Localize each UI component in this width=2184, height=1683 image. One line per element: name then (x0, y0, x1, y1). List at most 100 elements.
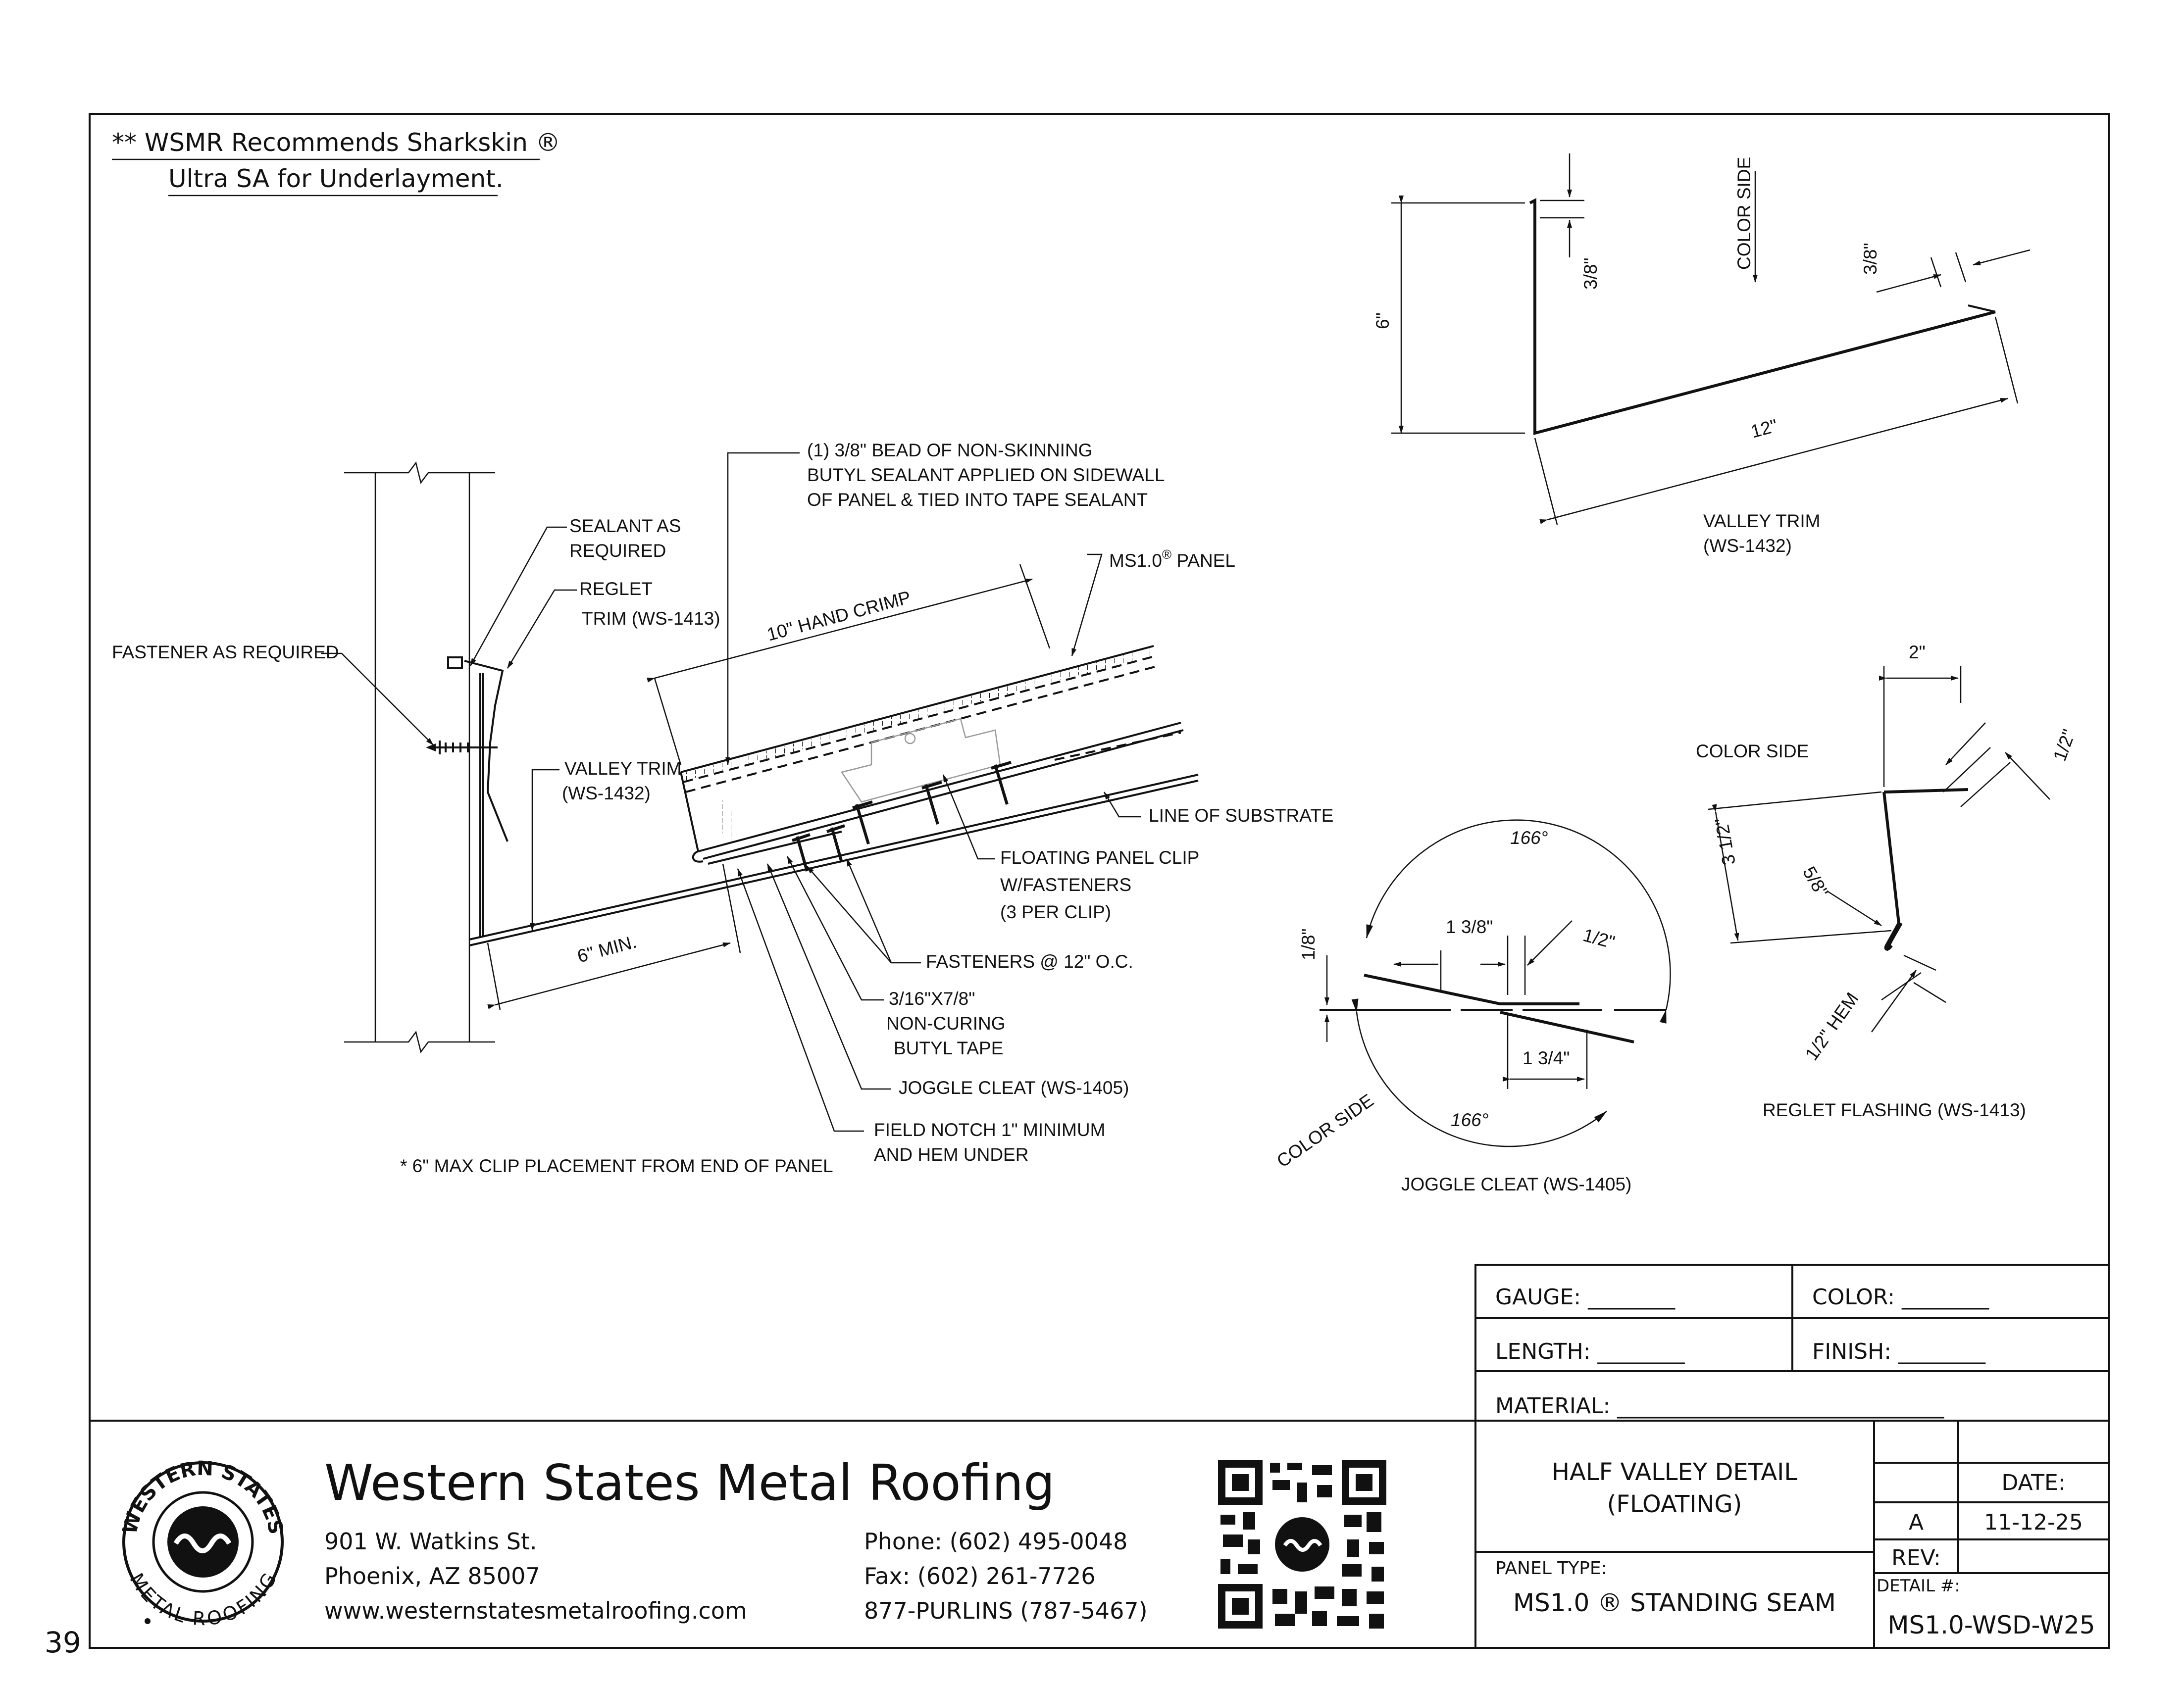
joggle-profile-left (1364, 974, 1579, 1005)
title-block-frame (1474, 1420, 2110, 1649)
wall-break-top (344, 461, 495, 484)
company-logo: WESTERN STATES METAL ROOFING (118, 1457, 287, 1630)
date-value: 11-12-25 (1984, 1510, 2083, 1535)
company-phone: Phone: (602) 495-0048 (864, 1528, 1127, 1555)
panel-top-edge (680, 645, 1154, 773)
label-substrate: LINE OF SUBSTRATE (1149, 805, 1334, 826)
label-clip-1: FLOATING PANEL CLIP (1000, 847, 1199, 868)
label-angle-top: 166° (1510, 828, 1548, 848)
label-bead-2: BUTYL SEALANT APPLIED ON SIDEWALL (807, 465, 1165, 485)
reglet-profile-lower (1882, 792, 1903, 951)
company-address-1: 901 W. Watkins St. (324, 1528, 537, 1555)
panel-type-label: PANEL TYPE: (1495, 1558, 1607, 1579)
wall-break-bottom (344, 1031, 495, 1053)
dim-12-reglet-a (1945, 722, 1986, 765)
label-fasteners-oc: FASTENERS @ 12" O.C. (926, 951, 1133, 972)
note-line-2: Ultra SA for Underlayment. (168, 164, 504, 193)
label-valley-trim-2: (WS-1432) (562, 783, 651, 803)
panel-bottom-edge (698, 722, 1181, 852)
label-panel: MS1.0® PANEL (1109, 547, 1235, 571)
valley-title-2: (WS-1432) (1703, 536, 1792, 556)
clip-hole (904, 733, 916, 744)
dim-312-ext-1 (1708, 791, 1882, 810)
dim-12 (1539, 397, 2008, 524)
spec-finish[interactable]: FINISH: ________ (1812, 1339, 1986, 1364)
reglet-title: REGLET FLASHING (WS-1413) (1763, 1100, 2026, 1120)
reglet-hem (1884, 922, 1900, 951)
valley-trim-slope-2 (469, 780, 1199, 946)
label-dim-6: 6" (1372, 312, 1393, 329)
reglet-profile-upper (1884, 788, 1969, 793)
leader-bead (725, 452, 800, 765)
label-clip-2: W/FASTENERS (1000, 875, 1131, 895)
joggle-profile-right (1500, 1011, 1634, 1043)
panel-top-dash-1 (683, 655, 1157, 783)
dim-6-min (487, 942, 731, 1009)
dim-hand-crimp-ext-2 (1019, 564, 1051, 649)
label-dim-58: 5/8" (1799, 863, 1832, 901)
company-website[interactable]: www.westernstatesmetalroofing.com (324, 1597, 747, 1624)
leader-joggle (766, 863, 891, 1090)
fastener-tip (426, 743, 436, 751)
label-notch-2: AND HEM UNDER (874, 1144, 1028, 1165)
label-sealant-1: SEALANT AS (569, 516, 681, 536)
label-clip-3: (3 PER CLIP) (1000, 902, 1111, 922)
label-valley-trim-1: VALLEY TRIM (564, 758, 682, 779)
panel-crimp-ticks (683, 647, 1156, 781)
panel-hem (692, 850, 704, 863)
leader-fasteners-oc-2 (846, 858, 892, 963)
logo-wave-icon (173, 1534, 232, 1553)
label-dim-138: 1 3/8" (1446, 917, 1493, 937)
valley-trim-hem (1968, 304, 1996, 313)
panel-end (680, 772, 699, 852)
wall-fastener (436, 741, 498, 754)
title-block: HALF VALLEY DETAIL (FLOATING) PANEL TYPE… (1474, 1420, 2110, 1649)
valley-title-1: VALLEY TRIM (1703, 511, 1821, 531)
dim-12-reglet-b (2005, 752, 2050, 800)
panel-name: MS1.0 (1109, 550, 1162, 571)
valley-trim-profile (1529, 198, 1996, 435)
label-bead-1: (1) 3/8" BEAD OF NON-SKINNING (807, 440, 1092, 460)
label-dim-12: 12" (1748, 415, 1779, 442)
company-name: Western States Metal Roofing (324, 1454, 1055, 1512)
company-address-2: Phoenix, AZ 85007 (324, 1563, 540, 1589)
qr-code[interactable] (1216, 1458, 1389, 1631)
label-dim-134: 1 3/4" (1523, 1048, 1570, 1068)
spec-color[interactable]: COLOR: ________ (1812, 1285, 1989, 1310)
dim-312 (1712, 804, 1739, 941)
drawing-title-1: HALF VALLEY DETAIL (1552, 1458, 1797, 1486)
panel-end-ticks (713, 799, 740, 844)
valley-color-side: COLOR SIDE (1734, 157, 1754, 270)
label-clip-note: * 6" MAX CLIP PLACEMENT FROM END OF PANE… (400, 1156, 833, 1176)
panel-suffix: PANEL (1171, 550, 1235, 571)
spec-gauge[interactable]: GAUGE: ________ (1495, 1285, 1676, 1310)
leader-panel (1071, 553, 1103, 656)
dim-hem-arrow (1871, 970, 1917, 1033)
arc-166-top (1366, 819, 1671, 1024)
label-angle-bottom: 166° (1451, 1110, 1489, 1130)
drawing-title-2: (FLOATING) (1607, 1490, 1742, 1518)
leader-fastener (321, 652, 434, 745)
label-fastener: FASTENER AS REQUIRED (112, 642, 339, 662)
joggle-cleat-detail: 166° 166° 1 3/8" 1/2" 1/8" 1 3/4" COLOR … (1273, 819, 1671, 1194)
label-bead-3: OF PANEL & TIED INTO TAPE SEALANT (807, 490, 1148, 510)
dim-hem-line (1881, 972, 1922, 1001)
panel-reg-mark: ® (1162, 547, 1171, 562)
company-fax: Fax: (602) 261-7726 (864, 1563, 1096, 1589)
label-reglet-12: 1/2" (2049, 727, 2080, 764)
leader-clip (942, 774, 995, 860)
spec-material[interactable]: MATERIAL: ______________________________ (1495, 1393, 1944, 1419)
label-hem: 1/2" HEM (1801, 989, 1863, 1064)
half-valley-section: 10" HAND CRIMP 6" MIN. (1) 3/8" BEAD OF … (112, 440, 1334, 1176)
joggle-color-side: COLOR SIDE (1273, 1090, 1377, 1171)
spec-box: GAUGE: ________ COLOR: ________ LENGTH: … (1474, 1264, 2110, 1422)
sealant-block (447, 656, 463, 669)
dim-hand-crimp-ext-1 (654, 678, 682, 765)
dim-38-b-leader-2 (1973, 249, 2031, 266)
dim-38-b-leader (1876, 274, 1941, 293)
dim-6-min-ext-2 (487, 942, 501, 1010)
label-tape-3: BUTYL TAPE (894, 1038, 1003, 1058)
dim-hem-ext (1913, 982, 1946, 1003)
arc-166-bottom (1351, 998, 1607, 1147)
spec-length[interactable]: LENGTH: ________ (1495, 1339, 1685, 1364)
